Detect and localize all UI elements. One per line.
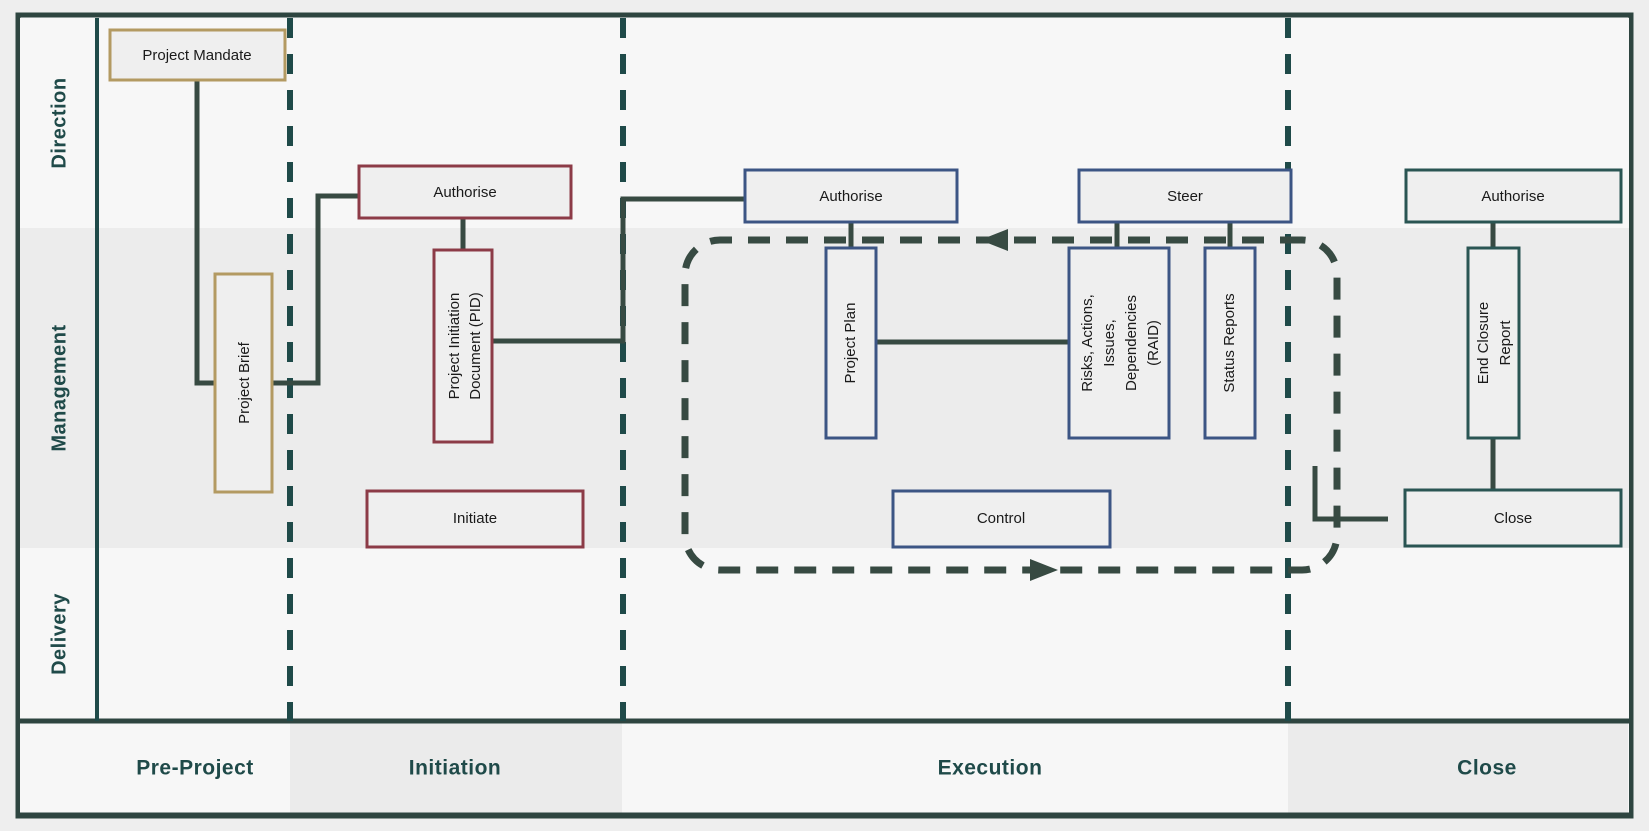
stage-label-pre-project: Pre-Project [136,757,254,780]
node-pid-box[interactable] [432,248,494,444]
node-authorise-initiation[interactable]: Authorise [357,164,573,220]
connector-mandate-to-brief [194,80,215,386]
stage-band-initiation-bg [290,722,622,814]
loop-arrow-right-icon [1030,559,1058,581]
node-authorise-close[interactable]: Authorise [1404,168,1623,224]
lane-labels: Direction Management Delivery [48,77,70,675]
stage-labels: Pre-Project Initiation Execution Close [136,757,1517,780]
node-control-label: Control [977,510,1025,527]
node-authorise-execution[interactable]: Authorise [743,168,959,224]
node-raid-label-line1: Risks, Actions, [1079,294,1096,392]
node-end-closure-report-label-line2: Report [1497,320,1514,366]
node-control[interactable]: Control [891,489,1112,549]
connector-brief-to-authorise-init [272,193,359,386]
node-end-closure-report[interactable]: End Closure Report [1466,246,1521,440]
node-project-mandate[interactable]: Project Mandate [108,28,287,82]
node-project-brief-box[interactable] [213,272,274,494]
node-project-plan-label: Project Plan [842,303,859,384]
execution-loop-path [681,236,1341,574]
node-pid-label-line1: Project Initiation [446,293,463,400]
node-end-closure-report-box[interactable] [1466,246,1521,440]
node-status-reports-label: Status Reports [1221,293,1238,392]
node-raid-label-line4: (RAID) [1145,320,1162,366]
node-raid-label-line3: Dependencies [1123,295,1140,391]
node-close-label: Close [1494,510,1532,527]
node-initiate-box[interactable] [365,489,585,549]
lane-label-delivery: Delivery [48,593,70,675]
node-authorise-close-box[interactable] [1404,168,1623,224]
node-authorise-initiation-label: Authorise [433,184,496,201]
lane-bg-delivery [20,548,1629,721]
node-steer-label: Steer [1167,188,1203,205]
node-project-brief[interactable]: Project Brief [213,272,274,494]
node-steer[interactable]: Steer [1077,168,1293,224]
node-raid-box[interactable] [1067,246,1171,440]
node-project-mandate-label: Project Mandate [142,47,251,64]
connectors [194,80,1496,522]
stage-label-close: Close [1457,757,1517,780]
node-project-brief-label: Project Brief [236,341,253,424]
node-raid[interactable]: Risks, Actions, Issues, Dependencies (RA… [1067,246,1171,440]
node-raid-label-line2: Issues, [1101,319,1118,367]
node-status-reports[interactable]: Status Reports [1203,246,1257,440]
node-close[interactable]: Close [1403,488,1623,548]
node-authorise-execution-label: Authorise [819,188,882,205]
node-project-mandate-box[interactable] [108,28,287,82]
node-project-plan[interactable]: Project Plan [824,246,878,440]
node-control-box[interactable] [891,489,1112,549]
node-initiate-label: Initiate [453,510,497,527]
lane-label-management: Management [48,324,70,451]
connector-loop-to-close [1312,466,1388,522]
node-initiate[interactable]: Initiate [365,489,585,549]
node-steer-box[interactable] [1077,168,1293,224]
node-authorise-execution-box[interactable] [743,168,959,224]
node-close-box[interactable] [1403,488,1623,548]
lane-label-direction: Direction [48,77,70,168]
frame-group [15,12,1634,819]
stage-band-close-bg [1288,722,1628,814]
stage-dividers [287,18,1291,721]
loop-arrow-left-icon [980,229,1008,251]
execution-loop [681,229,1341,581]
stage-band [20,718,1629,818]
node-status-reports-box[interactable] [1203,246,1257,440]
node-authorise-initiation-box[interactable] [357,164,573,220]
node-authorise-close-label: Authorise [1481,188,1544,205]
node-pid[interactable]: Project Initiation Document (PID) [432,248,494,444]
connector-pid-to-authorise-exec [492,196,745,344]
node-project-plan-box[interactable] [824,246,878,440]
stage-label-execution: Execution [938,757,1043,780]
node-end-closure-report-label-line1: End Closure [1475,302,1492,385]
node-pid-label-line2: Document (PID) [467,292,484,400]
stage-label-initiation: Initiation [409,757,502,780]
